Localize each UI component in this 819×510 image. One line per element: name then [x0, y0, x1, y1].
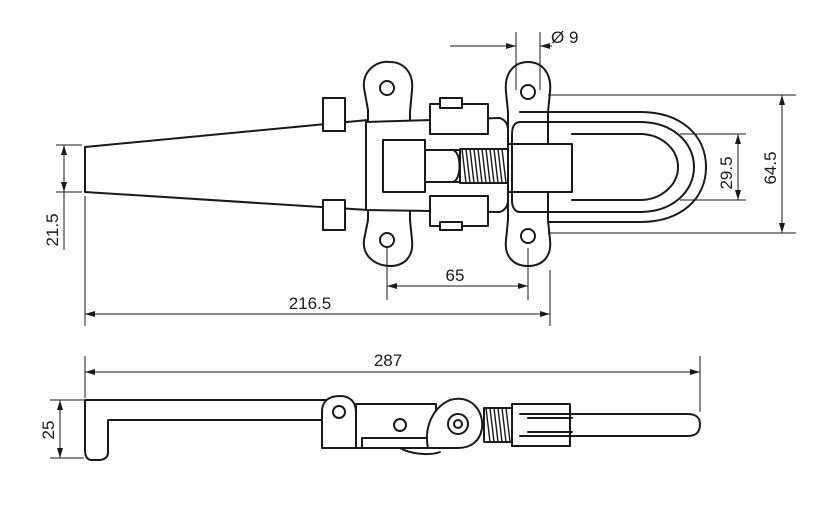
- mount-hole-left-top: [379, 80, 395, 96]
- dim-side-height: 25: [39, 421, 58, 440]
- dimension-lines: [50, 32, 796, 459]
- spring-end-block: [507, 143, 573, 193]
- dim-hole-diameter: 9: [569, 28, 578, 47]
- spring-coils: [461, 148, 507, 184]
- side-clevis: [321, 395, 357, 449]
- dim-overall-length-closed: 216.5: [289, 294, 332, 313]
- dim-overall-length-open: 287: [374, 351, 402, 370]
- side-loop: [519, 413, 701, 437]
- dim-hole-spacing: 65: [446, 266, 465, 285]
- pivot-cap-bottom: [439, 221, 463, 231]
- clevis-slot: [424, 149, 461, 183]
- diameter-symbol: Ø: [551, 28, 564, 47]
- clevis: [382, 139, 426, 193]
- side-cam-pivot: [447, 413, 469, 435]
- side-view: [84, 395, 701, 461]
- dimension-labels: Ø 9 21.5 65 216.5 29.5 64.5 287 25: [39, 28, 780, 439]
- side-cam-foot: [399, 447, 441, 456]
- side-arm: [84, 399, 346, 461]
- lever-tab-lower: [322, 199, 346, 231]
- side-pin-hole: [332, 405, 346, 419]
- mount-hole-right-bottom: [520, 228, 536, 244]
- u-loop-inner: [571, 133, 679, 201]
- pivot-cap-top: [439, 97, 463, 109]
- dim-lever-width: 21.5: [43, 213, 62, 246]
- side-end-block: [511, 403, 571, 447]
- dim-loop-outer: 64.5: [761, 151, 780, 184]
- side-body-hole: [393, 418, 407, 432]
- dim-loop-inner: 29.5: [717, 156, 736, 189]
- top-view: [84, 60, 707, 267]
- lever-tab-upper: [322, 97, 346, 132]
- mount-hole-left-bottom: [379, 232, 395, 248]
- u-loop-outer: [511, 121, 695, 213]
- side-base: [361, 437, 433, 449]
- lever-handle: [84, 119, 369, 211]
- mount-hole-right-top: [520, 84, 536, 100]
